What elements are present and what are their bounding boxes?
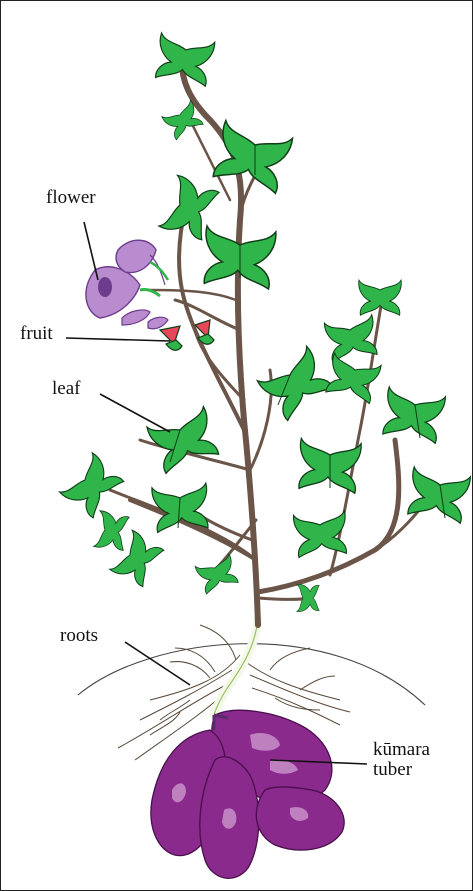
leaf-leader	[100, 394, 170, 432]
flowers	[86, 240, 168, 328]
fruits	[160, 320, 214, 350]
label-tuber-line2: tuber	[373, 760, 430, 780]
label-roots: roots	[60, 626, 98, 646]
flower-leader	[84, 222, 98, 280]
label-leaf: leaf	[52, 379, 80, 399]
label-tuber: kūmara tuber	[373, 740, 430, 780]
leaves	[59, 33, 470, 612]
label-fruit: fruit	[20, 324, 53, 344]
label-flower: flower	[46, 188, 96, 208]
label-tuber-line1: kūmara	[373, 740, 430, 760]
fruit-leader	[66, 338, 170, 341]
